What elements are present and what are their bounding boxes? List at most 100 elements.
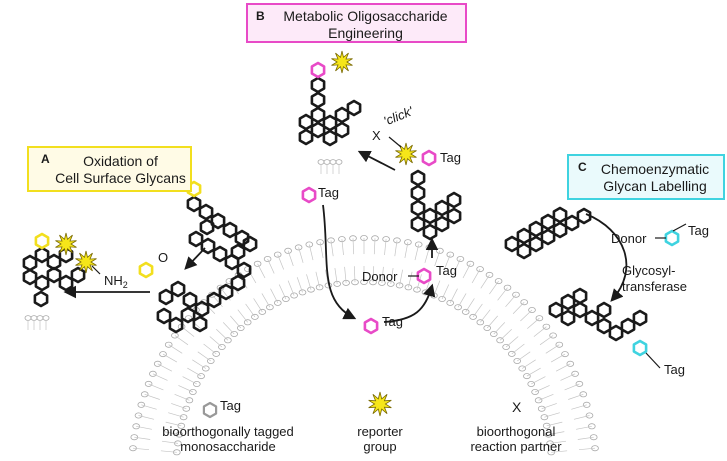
anchor-head [329,159,337,165]
glycan-sugar-1-0 [186,195,202,213]
lipid-tail [564,383,580,391]
lipid-tail [416,274,422,290]
lipid-head [237,324,245,331]
lipid-tail [441,284,450,300]
lipid-tail [261,293,271,308]
lipid-tail [353,266,356,283]
lipid-tail [182,376,197,385]
lipid-tail [534,385,550,393]
panel-b-letter: B [256,9,265,23]
legend-x-symbol: X [512,399,522,415]
lipid-tail [545,344,560,354]
lipid-head [243,319,252,326]
lipid-tail [245,303,256,318]
labelled-tag-b [310,61,326,79]
lipid-tail [174,393,190,401]
lipid-tail [157,363,173,372]
donor-tag-b [416,267,432,285]
glycan-sugar-0-7 [58,274,74,292]
glycan-sugar-6-2 [572,301,588,319]
arrow-tag-to-glycan [383,283,436,323]
lipid-tail [538,393,554,401]
tag-label-donor-c: Tag [688,223,709,238]
tag-label-donor-b: Tag [436,263,457,278]
membrane-tag-b [363,317,379,335]
lipid-tail [344,266,347,283]
lipid-tail [526,367,541,377]
lipid-tail [168,344,183,354]
legend-reporter-line1: reporter [357,424,403,439]
arrow-glycosyltransferase [585,213,628,302]
glycan-sugar-6-4 [596,317,612,335]
lipid-tail [384,239,387,256]
lipid-tail [480,309,491,323]
donor-label-b: Donor [362,269,398,284]
lipid-tail [505,336,519,348]
glycan-sugar-5-3 [540,228,556,246]
click-label: 'click' [381,103,415,128]
glycosyl-label-1: Glycosyl- [622,263,675,278]
nh2-subscript: 2 [123,280,128,290]
lipid-tail [319,242,324,258]
tag-sugars [34,61,687,419]
lipid-tail [486,315,498,329]
lipid-head [193,380,201,387]
lipid-tail [141,404,157,410]
glycan-sugar-1-3 [222,221,238,239]
tag-label-free: Tag [318,185,339,200]
lipid-tail [209,336,223,348]
legend-reporter-line2: group [363,439,397,454]
lipid-tail [298,247,304,263]
anchor-head [317,159,325,165]
panel-b-line1: Metabolic Oligosaccharide [283,8,448,24]
reporter-star-b-top [331,50,353,74]
lipid-tail [325,269,329,286]
glycan-sugar-1-5 [199,218,215,236]
lipid-tail [287,280,295,296]
glycan-sugar-0-8 [70,266,86,284]
panel-c-letter: C [578,160,587,174]
lipid-tail [462,263,471,279]
glycan-sugar-5-7 [516,227,532,245]
glycan-sugar-2-10 [192,315,208,333]
glycan-sugar-4-7 [434,199,450,217]
glycan-sugar-2-6 [230,274,246,292]
glycan-sugar-2-3 [194,300,210,318]
lipid-tail [267,258,275,274]
lipid-tail [555,363,571,372]
lipid-tail [381,266,384,283]
lipid-tail [165,421,182,427]
anchor-head [24,315,32,321]
tag-bond-c [672,223,687,232]
free-tag-b [301,186,317,204]
glycan-sugar-3-0 [310,76,326,94]
anchor-head [323,159,331,165]
lipid-tail [531,376,546,385]
lipid-tail [433,280,441,296]
panel-c-line1: Chemoenzymatic [600,161,710,177]
glycan-sugar-1-7 [200,237,216,255]
lipid-tail [394,240,398,257]
glycan-sugar-3-3 [322,114,338,132]
glycan-sugar-0-2 [22,268,38,286]
lipid-tail [576,425,592,430]
glycan-sugar-1-10 [236,261,252,279]
lipid-tail [399,269,403,286]
lipid-tail [163,431,180,435]
tag-label-star-b: Tag [440,150,461,165]
tag-label-membrane: Tag [382,314,403,329]
glycan-sugar-1-12 [242,235,258,253]
lipid-tail [162,353,178,363]
lipid-tail [497,287,508,301]
glycan-sugar-4-5 [422,223,438,241]
lipid-tail [230,315,242,329]
glycan-sugar-6-0 [548,301,564,319]
glycan-sugar-3-4 [334,106,350,124]
lipid-tail [541,403,557,410]
glycan-sugar-4-9 [446,191,462,209]
lipid-tail [253,298,263,313]
legend-reporter: reporter group [290,424,470,454]
lipid-tail [449,288,458,304]
anchor-head [335,159,343,165]
aldehyde-sugar-a [138,261,154,279]
